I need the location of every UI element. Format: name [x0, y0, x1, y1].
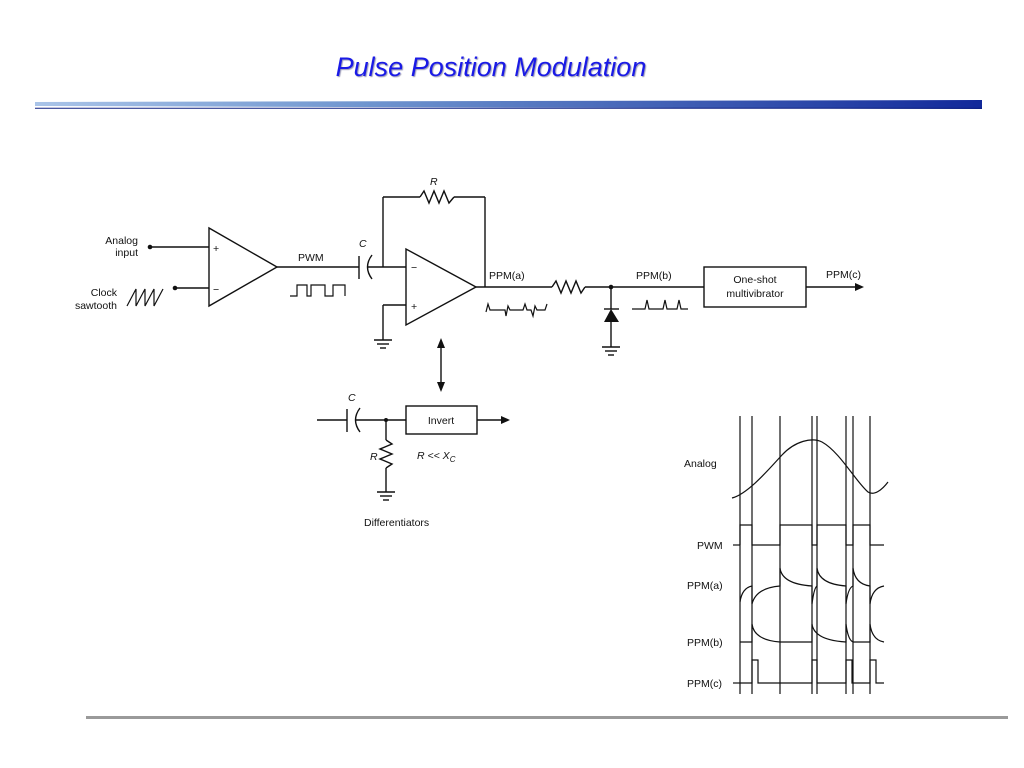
sawtooth-waveform	[126, 288, 164, 307]
timing-ppm-b-label: PPM(b)	[687, 637, 723, 649]
ppm-a-label: PPM(a)	[489, 270, 525, 282]
timing-pwm-waveform	[739, 524, 884, 546]
ppm-c-label: PPM(c)	[826, 269, 861, 281]
svg-text:One-shot: One-shot	[733, 274, 776, 286]
capacitor: C	[358, 238, 373, 280]
invert-output-arrow	[501, 416, 510, 424]
svg-text:+: +	[213, 243, 219, 255]
feedback-resistor	[419, 189, 455, 205]
ground-symbol	[374, 339, 392, 349]
ppm-b-waveform	[632, 299, 688, 310]
comparator: + −	[208, 226, 279, 308]
differentiator-resistor	[378, 439, 394, 469]
footer-rule	[86, 716, 1008, 719]
pwm-waveform	[290, 284, 346, 297]
condition-text: R << XC	[417, 450, 456, 464]
svg-text:sawtooth: sawtooth	[75, 300, 117, 312]
differentiator-capacitor: C	[346, 392, 361, 433]
timing-analog-waveform	[731, 439, 889, 499]
ground-symbol	[377, 491, 395, 501]
svg-text:−: −	[213, 284, 219, 296]
feedback-resistor-label: R	[430, 176, 438, 188]
timing-diagram: Analog PWM PPM(a) PPM(b) PPM(c)	[684, 416, 889, 694]
timing-ppm-c-label: PPM(c)	[687, 678, 722, 690]
pwm-label: PWM	[298, 252, 324, 264]
timing-ppm-c-waveform	[740, 659, 884, 684]
svg-text:+: +	[411, 301, 417, 313]
ppm-a-waveform	[485, 301, 548, 319]
differentiator-resistor-label: R	[370, 451, 378, 463]
double-arrow	[437, 338, 445, 392]
svg-text:C: C	[359, 238, 367, 250]
series-resistor	[551, 279, 586, 295]
one-shot-multivibrator-block	[703, 266, 807, 308]
differentiators-caption: Differentiators	[364, 517, 429, 529]
analog-input-label: Analog input	[105, 235, 138, 259]
timing-pwm-label: PWM	[697, 540, 723, 552]
timing-ppm-a-waveform	[739, 567, 885, 605]
clock-sawtooth-label: Clock sawtooth	[75, 287, 118, 312]
svg-text:input: input	[115, 247, 138, 259]
differentiator-opamp: − +	[405, 247, 478, 327]
slide-title: Pulse Position Modulation	[335, 52, 647, 82]
ppm-b-label: PPM(b)	[636, 270, 672, 282]
timing-ppm-a-label: PPM(a)	[687, 580, 723, 592]
svg-text:multivibrator: multivibrator	[726, 288, 784, 300]
timing-analog-label: Analog	[684, 458, 717, 470]
svg-text:C: C	[348, 392, 356, 404]
timing-ppm-b-waveform	[740, 623, 885, 643]
title-underline	[35, 100, 982, 109]
output-arrow	[855, 283, 864, 291]
invert-label: Invert	[428, 415, 454, 427]
diode	[604, 308, 619, 322]
timing-vertical-lines	[739, 416, 871, 694]
svg-text:−: −	[411, 262, 417, 274]
svg-text:Analog: Analog	[105, 235, 138, 247]
ground-symbol	[602, 346, 620, 356]
svg-text:Clock: Clock	[91, 287, 118, 299]
